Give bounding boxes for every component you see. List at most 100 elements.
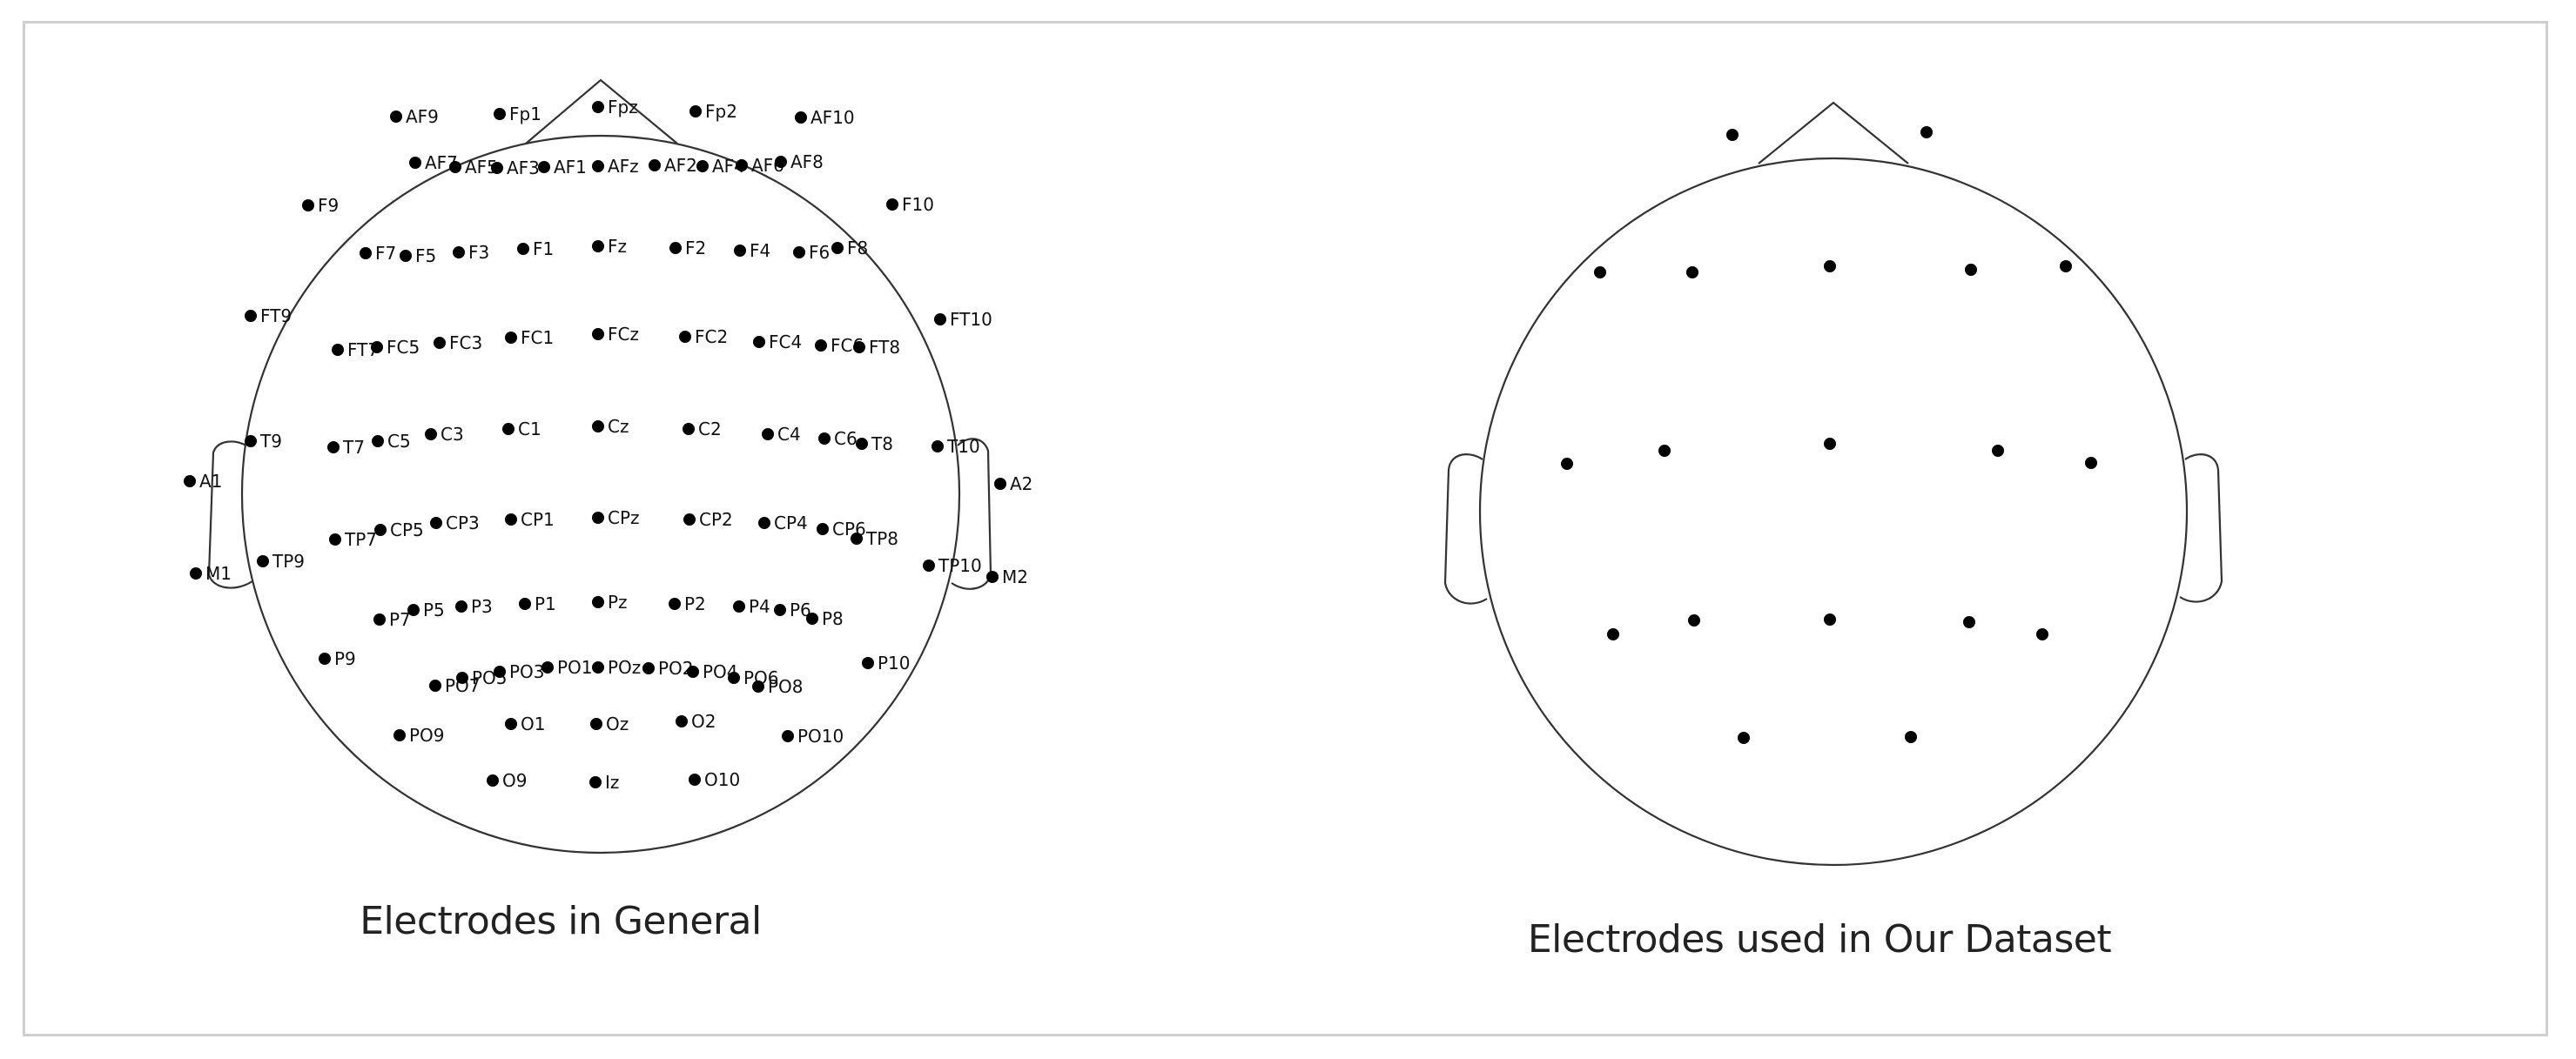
electrode-label-afz: AFz (608, 156, 639, 177)
electrode-dot-af2 (649, 159, 661, 171)
electrode-label-ft9: FT9 (260, 305, 292, 326)
dataset-electrode-dot (2060, 260, 2072, 272)
electrode-dot-t10 (932, 440, 944, 452)
electrode-dot-tp8 (851, 533, 863, 545)
dataset-electrode-dot (1561, 458, 1573, 470)
electrode-dot-af10 (795, 111, 807, 124)
electrode-dot-t9 (245, 435, 257, 447)
electrode-label-f3: F3 (468, 242, 489, 263)
electrode-dot-m2 (986, 571, 999, 583)
electrode-dot-c4 (762, 428, 774, 440)
electrode-dot-fc6 (815, 339, 827, 352)
electrode-label-p10: P10 (878, 653, 911, 674)
electrode-dot-o2 (676, 715, 688, 727)
electrode-dot-p3 (455, 600, 467, 613)
electrode-label-c3: C3 (441, 424, 464, 445)
electrode-label-af1: AF1 (554, 157, 587, 178)
dataset-electrode-dot (2036, 628, 2048, 640)
electrode-dot-fz (592, 240, 604, 252)
electrode-label-p9: P9 (334, 648, 356, 669)
electrode-dot-fpz (592, 101, 604, 113)
electrode-dot-af7 (409, 157, 421, 169)
electrode-dot-f1 (517, 243, 529, 255)
electrode-label-p4: P4 (749, 596, 770, 617)
left-ear-outline (1443, 453, 1488, 605)
electrode-dot-po9 (393, 729, 406, 741)
electrode-dot-p1 (519, 598, 531, 610)
electrode-dot-tp10 (923, 560, 935, 572)
electrode-label-pz: Pz (608, 592, 628, 613)
electrode-dot-pz (592, 596, 604, 608)
electrode-label-a1: A1 (199, 471, 222, 492)
electrode-dot-f5 (400, 250, 412, 262)
electrode-label-tp10: TP10 (938, 555, 982, 576)
electrode-label-fc2: FC2 (695, 326, 728, 347)
electrode-dot-poz (592, 661, 604, 674)
dataset-electrode-dot (1688, 614, 1700, 627)
electrode-label-p7: P7 (389, 609, 411, 630)
nose-outline (1758, 101, 1909, 164)
electrode-label-t7: T7 (342, 437, 365, 458)
electrode-label-a2: A2 (1010, 473, 1032, 494)
electrode-dot-o9 (487, 774, 499, 787)
electrode-label-p8: P8 (822, 608, 844, 629)
electrode-label-p1: P1 (535, 593, 556, 614)
electrode-dot-o10 (689, 774, 701, 786)
electrode-label-p2: P2 (684, 593, 706, 614)
electrode-dot-p7 (373, 613, 386, 626)
electrode-dot-f3 (453, 246, 465, 258)
electrode-label-af9: AF9 (406, 106, 439, 127)
electrode-dot-ft9 (245, 310, 257, 322)
dataset-electrode-dot (1965, 264, 1977, 276)
electrode-label-c6: C6 (834, 428, 858, 449)
electrode-label-o9: O9 (502, 770, 527, 791)
electrode-label-cpz: CPz (608, 507, 640, 528)
electrode-label-cz: Cz (608, 416, 629, 437)
electrode-dot-p6 (774, 604, 786, 616)
electrode-dot-po7 (429, 680, 441, 692)
electrode-label-af3: AF3 (507, 158, 540, 178)
electrode-dot-fp1 (494, 108, 506, 120)
electrode-dot-af6 (736, 159, 748, 171)
head-diagram-dataset: Electrodes used in Our Dataset (1443, 101, 2223, 962)
dataset-electrode-dot (1963, 616, 1975, 628)
dataset-electrode-dot (1824, 613, 1836, 626)
electrode-label-cp3: CP3 (446, 513, 480, 533)
dataset-electrode-dot (1824, 260, 1836, 272)
head-outline (1478, 157, 2189, 867)
electrode-label-m2: M2 (1002, 566, 1028, 587)
electrode-dot-oz (590, 718, 602, 730)
electrode-dot-p5 (407, 604, 420, 616)
electrode-label-tp7: TP7 (344, 529, 377, 550)
right-ear-outline (2179, 453, 2223, 603)
figure-frame (23, 21, 2548, 1036)
electrode-dot-a2 (994, 478, 1006, 490)
electrode-label-t10: T10 (946, 436, 980, 457)
electrode-label-fp1: Fp1 (509, 104, 541, 124)
electrode-label-po3: PO3 (509, 661, 545, 682)
electrode-label-c4: C4 (777, 424, 801, 445)
electrode-label-ft10: FT10 (950, 309, 992, 330)
dataset-electrode-dot (2085, 457, 2097, 469)
electrode-dot-f10 (886, 198, 898, 211)
electrode-dot-cp5 (374, 524, 387, 536)
electrode-dot-fcz (592, 328, 604, 340)
electrode-label-po8: PO8 (768, 676, 804, 697)
electrode-dot-af5 (449, 161, 461, 173)
electrode-label-po9: PO9 (409, 725, 445, 746)
electrode-dot-ft7 (332, 344, 344, 356)
electrode-dot-po10 (782, 730, 794, 742)
electrode-label-fc1: FC1 (521, 327, 554, 348)
electrode-dot-ft10 (934, 313, 946, 325)
electrode-label-fp2: Fp2 (705, 101, 737, 122)
electrode-dot-po4 (687, 666, 699, 678)
electrode-label-iz: Iz (605, 772, 619, 793)
electrode-group-dataset (1561, 126, 2097, 744)
electrode-label-f9: F9 (318, 195, 339, 216)
electrode-dot-fc2 (679, 331, 691, 343)
electrode-dot-p2 (669, 598, 681, 610)
electrode-dot-fc5 (371, 341, 383, 353)
electrode-dot-f7 (360, 247, 372, 259)
caption-dataset: Electrodes used in Our Dataset (1528, 917, 2112, 962)
